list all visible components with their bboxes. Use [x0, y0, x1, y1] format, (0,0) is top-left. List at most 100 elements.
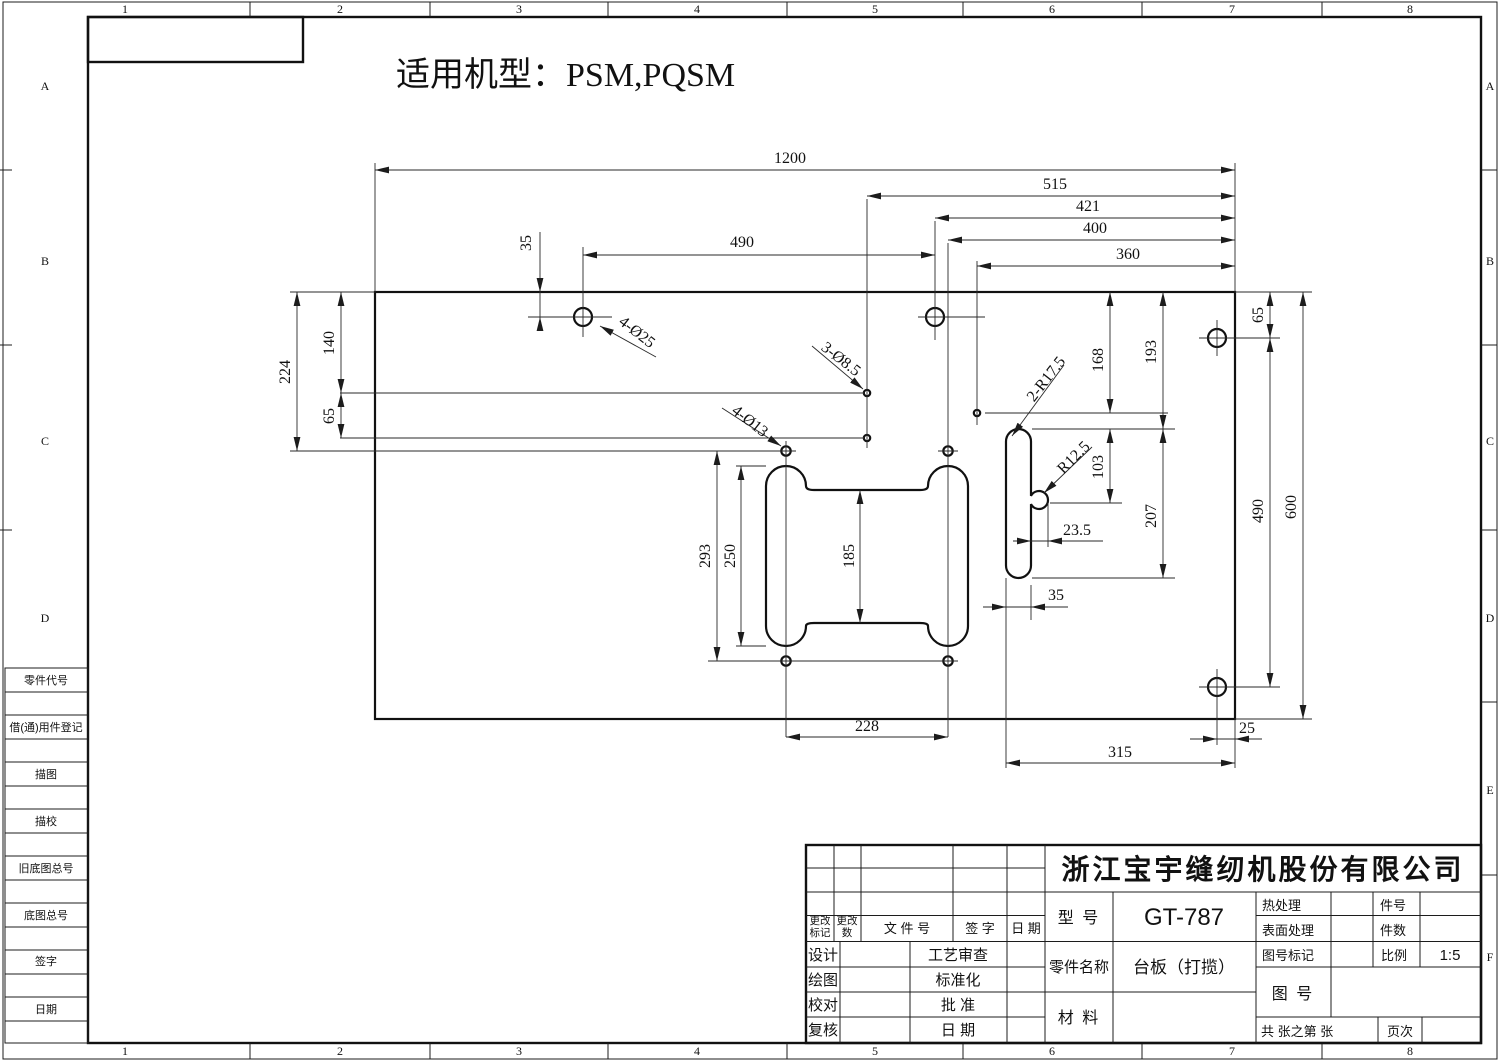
tb-approve: 批 准	[941, 997, 975, 1014]
grid-col-bottom: 3	[516, 1044, 522, 1058]
tb-approve-date: 日 期	[941, 1022, 975, 1039]
leader-4-d13	[721, 407, 782, 447]
dim-label: 168	[1090, 348, 1107, 372]
dim-label: 228	[855, 718, 879, 735]
dim-label: 23.5	[1063, 522, 1091, 539]
grid-col-top: 2	[337, 2, 343, 16]
side-slot	[1004, 427, 1050, 580]
margin-label-part-code: 零件代号	[24, 674, 68, 687]
margin-label-signature: 签字	[35, 954, 57, 968]
tb-design: 设计	[808, 947, 838, 964]
dim-label: 421	[1076, 198, 1100, 215]
dim-label: 490	[1250, 499, 1267, 523]
grid-row-right: A	[1486, 79, 1495, 93]
grid-row-left: D	[41, 611, 50, 625]
grid-row-right: B	[1486, 254, 1494, 268]
grid-row-left: A	[41, 79, 50, 93]
dim-label: 250	[722, 544, 739, 568]
tb-surface-treatment: 表面处理	[1262, 923, 1314, 938]
margin-label-date: 日期	[35, 1003, 57, 1016]
dogbone-cutout	[764, 464, 970, 648]
dim-label: 600	[1283, 495, 1300, 519]
dim-label: 293	[697, 544, 714, 568]
tb-drawing-no-mark: 图号标记	[1262, 948, 1314, 963]
tb-standardization: 标准化	[935, 972, 980, 989]
dim-label: 2-R17.5	[1024, 354, 1069, 405]
margin-label-borrowed-reg: 借(通)用件登记	[9, 720, 82, 734]
tb-part-name-label: 零件名称	[1049, 959, 1109, 976]
tb-process-review: 工艺审查	[928, 947, 988, 964]
dim-label: 65	[1250, 307, 1267, 323]
tight-dim-arrows	[536, 278, 1249, 743]
grid-col-bottom: 7	[1229, 1044, 1235, 1058]
dim-label: 400	[1083, 220, 1107, 237]
grid-row-right: D	[1486, 611, 1495, 625]
dim-label: 35	[518, 235, 535, 251]
tb-model-label: 型 号	[1058, 909, 1100, 927]
dim-label: 35	[1048, 587, 1064, 604]
grid-row-left: B	[41, 254, 49, 268]
tb-model-value: GT-787	[1144, 904, 1224, 931]
margin-label-tracing: 描图	[35, 767, 57, 781]
grid-col-bottom: 6	[1049, 1044, 1055, 1058]
dim-label: 207	[1143, 504, 1160, 528]
part-outline	[373, 290, 1237, 721]
tb-file-no: 文 件 号	[884, 921, 930, 936]
tb-change-mark-2: 标记	[810, 927, 831, 939]
dim-label: 193	[1143, 340, 1160, 364]
tb-heat-treatment: 热处理	[1262, 898, 1301, 913]
grid-col-bottom: 4	[694, 1044, 700, 1058]
tb-page-label: 页次	[1387, 1024, 1413, 1039]
grid-row-right: E	[1486, 783, 1493, 797]
grid-col-top: 7	[1229, 2, 1235, 16]
tb-part-name-value: 台板（打揽）	[1133, 958, 1235, 977]
grid-col-bottom: 8	[1407, 1044, 1413, 1058]
tb-qty: 件数	[1380, 923, 1406, 938]
dim-label: 25	[1239, 720, 1255, 737]
grid-row-right: C	[1486, 434, 1494, 448]
dim-label: 3-Ø8.5	[818, 339, 864, 380]
tb-sheet-info: 共 张之第 张	[1261, 1024, 1333, 1039]
margin-label-base-no: 底图总号	[24, 908, 68, 922]
grid-col-bottom: 5	[872, 1044, 878, 1058]
dim-label: 103	[1090, 455, 1107, 479]
tb-scale-label: 比例	[1381, 948, 1407, 963]
dim-label: 1200	[774, 150, 806, 167]
tb-check: 校对	[808, 997, 838, 1014]
grid-col-top: 3	[516, 2, 522, 16]
tb-recheck: 复核	[808, 1021, 838, 1039]
dim-label: 65	[321, 408, 338, 424]
tb-draw: 绘图	[808, 972, 838, 989]
title-block: 更改 标记 更改 数 文 件 号 签 字 日 期 设计 工艺审查 绘图 标准化 …	[804, 843, 1483, 1045]
grid-row-right: F	[1487, 950, 1494, 964]
margin-column: 零件代号 借(通)用件登记 描图 描校 旧底图总号 底图总号 签字 日期	[4, 667, 89, 1044]
grid-col-top: 1	[122, 2, 128, 16]
tb-sign: 签 字	[965, 921, 995, 936]
dim-label: 490	[730, 234, 754, 251]
grid-row-left: C	[41, 434, 49, 448]
grid-col-top: 8	[1407, 2, 1413, 16]
company-name: 浙江宝宇缝纫机股份有限公司	[1061, 853, 1464, 885]
dimension-lines	[293, 166, 1307, 767]
grid-col-top: 4	[694, 2, 700, 16]
dim-label: 224	[277, 360, 294, 384]
dim-label: R12.5	[1054, 438, 1093, 477]
grid-col-bottom: 1	[122, 1044, 128, 1058]
holes	[572, 306, 1228, 698]
dim-label: 4-Ø13	[728, 402, 771, 441]
part-drawing: 120051542140036049035224140654-Ø253-Ø8.5…	[277, 150, 1312, 768]
dim-label: 515	[1043, 176, 1067, 193]
leader-4-d25	[599, 325, 657, 358]
tb-date: 日 期	[1011, 921, 1041, 936]
applicable-models-note: 适用机型：PSM,PQSM	[396, 56, 735, 94]
tb-change-count: 更改	[837, 914, 858, 927]
corner-box	[86, 15, 305, 64]
leader-r125	[1043, 446, 1093, 494]
extension-lines	[290, 163, 1312, 768]
grid-col-top: 5	[872, 2, 878, 16]
